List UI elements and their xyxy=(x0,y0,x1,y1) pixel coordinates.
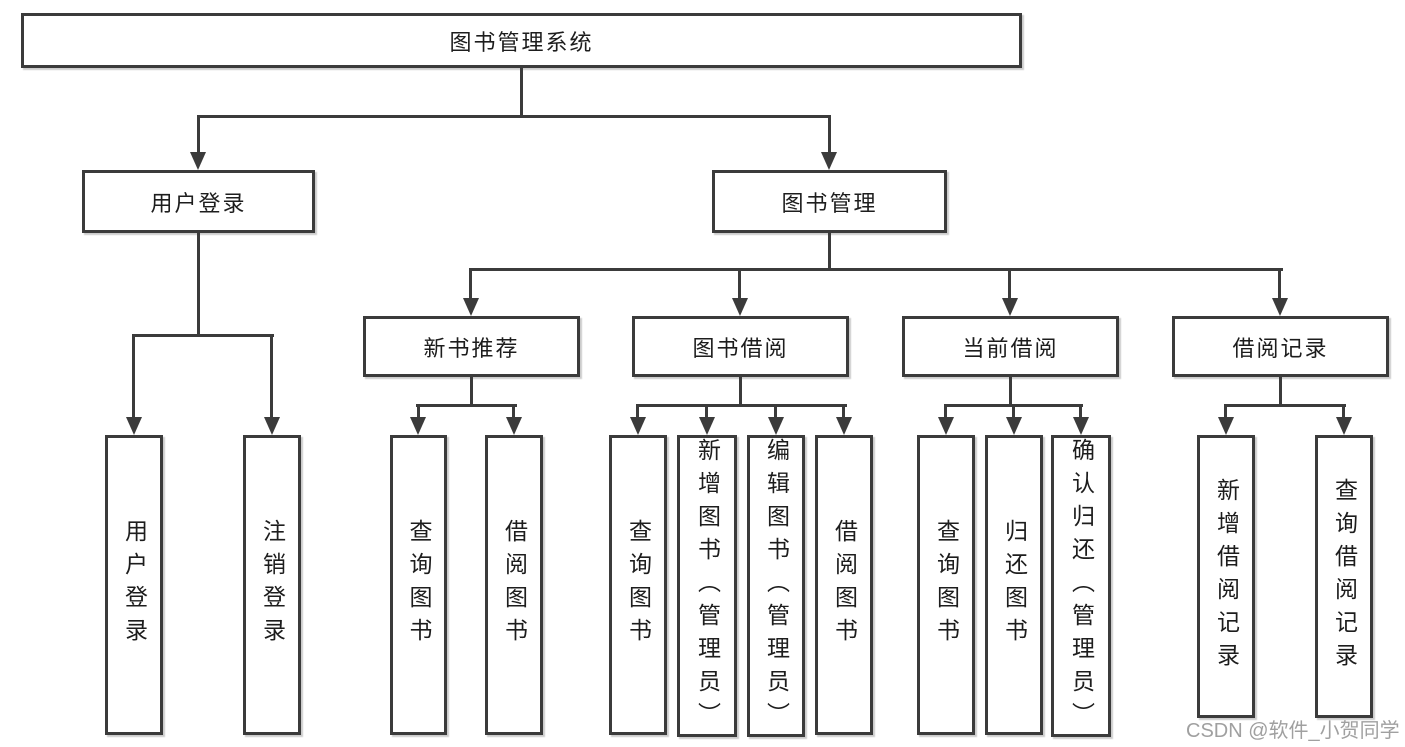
node-current-borrowing: 当前借阅 xyxy=(902,316,1119,377)
leaf-return-book: 归还图书 xyxy=(985,435,1043,735)
connector-line xyxy=(469,268,472,300)
connector-line xyxy=(1278,268,1281,300)
connector-line xyxy=(1224,404,1346,407)
connector-line xyxy=(1008,268,1011,300)
arrowhead-down-icon xyxy=(821,152,837,170)
leaf-borrow-books-newbooks: 借阅图书 xyxy=(485,435,543,735)
connector-line xyxy=(470,268,1283,271)
connector-line xyxy=(636,404,847,407)
connector-line xyxy=(133,334,274,337)
connector-line xyxy=(416,404,517,407)
arrowhead-down-icon xyxy=(836,417,852,435)
watermark: CSDN @软件_小贺同学 xyxy=(1186,720,1400,742)
connector-line xyxy=(738,268,741,300)
arrowhead-down-icon xyxy=(732,298,748,316)
connector-line xyxy=(705,404,708,420)
leaf-logout-login: 注销登录 xyxy=(243,435,301,735)
connector-line xyxy=(1012,404,1015,420)
connector-line xyxy=(132,334,135,418)
connector-line xyxy=(636,404,639,420)
connector-line xyxy=(1279,377,1282,407)
node-book-management: 图书管理 xyxy=(712,170,947,233)
arrowhead-down-icon xyxy=(506,417,522,435)
node-user-login: 用户登录 xyxy=(82,170,315,233)
connector-line xyxy=(944,404,947,420)
leaf-user-login: 用户登录 xyxy=(105,435,163,735)
arrowhead-down-icon xyxy=(410,417,426,435)
connector-line xyxy=(828,115,831,155)
connector-line xyxy=(197,115,831,118)
connector-line xyxy=(828,233,831,271)
connector-line xyxy=(470,377,473,407)
arrowhead-down-icon xyxy=(1272,298,1288,316)
arrowhead-down-icon xyxy=(1073,417,1089,435)
arrowhead-down-icon xyxy=(1002,298,1018,316)
arrowhead-down-icon xyxy=(630,417,646,435)
connector-line xyxy=(270,334,273,418)
connector-line xyxy=(1224,404,1227,420)
arrowhead-down-icon xyxy=(1006,417,1022,435)
connector-line xyxy=(417,404,420,420)
leaf-query-books-borrow: 查询图书 xyxy=(609,435,667,735)
connector-line xyxy=(1009,377,1012,407)
connector-line xyxy=(520,68,523,117)
arrowhead-down-icon xyxy=(938,417,954,435)
connector-line xyxy=(739,377,742,407)
leaf-query-books-newbooks: 查询图书 xyxy=(390,435,447,735)
arrowhead-down-icon xyxy=(126,417,142,435)
arrowhead-down-icon xyxy=(1218,417,1234,435)
connector-line xyxy=(512,404,515,420)
connector-line xyxy=(197,115,200,155)
arrowhead-down-icon xyxy=(264,417,280,435)
connector-line xyxy=(1079,404,1082,420)
connector-line xyxy=(842,404,845,420)
connector-line xyxy=(774,404,777,420)
arrowhead-down-icon xyxy=(1336,417,1352,435)
arrowhead-down-icon xyxy=(699,417,715,435)
node-borrowing-records: 借阅记录 xyxy=(1172,316,1389,377)
node-new-book-recommend: 新书推荐 xyxy=(363,316,580,377)
leaf-edit-book-admin: 编辑图书（管理员） xyxy=(747,435,805,737)
node-root: 图书管理系统 xyxy=(21,13,1022,68)
arrowhead-down-icon xyxy=(463,298,479,316)
leaf-confirm-return-admin: 确认归还（管理员） xyxy=(1051,435,1111,737)
arrowhead-down-icon xyxy=(190,152,206,170)
connector-line xyxy=(197,233,200,337)
leaf-add-book-admin: 新增图书（管理员） xyxy=(677,435,737,737)
leaf-query-books-current: 查询图书 xyxy=(917,435,975,735)
leaf-query-borrow-record: 查询借阅记录 xyxy=(1315,435,1373,718)
leaf-borrow-books-borrow: 借阅图书 xyxy=(815,435,873,735)
node-book-borrowing: 图书借阅 xyxy=(632,316,849,377)
leaf-add-borrow-record: 新增借阅记录 xyxy=(1197,435,1255,718)
arrowhead-down-icon xyxy=(768,417,784,435)
connector-line xyxy=(1342,404,1345,420)
